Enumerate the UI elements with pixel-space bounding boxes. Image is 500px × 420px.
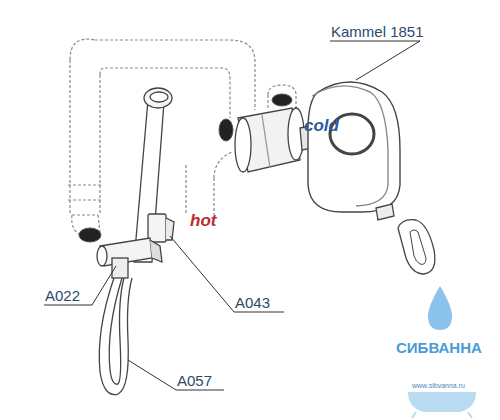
watermark-url: www.sibvanna.ru [412, 382, 465, 390]
shower-hose [99, 278, 132, 395]
lever-handle [376, 204, 435, 274]
cover-plate [308, 82, 400, 212]
part-number: A057 [177, 373, 212, 390]
hand-shower [134, 88, 174, 262]
part-number: A022 [45, 288, 80, 305]
angle-valve [97, 238, 162, 278]
watermark: СИБВАННА [396, 340, 482, 357]
leader-lines [44, 41, 420, 390]
part-number: A043 [235, 295, 270, 312]
hot-label: hot [190, 212, 216, 231]
cold-label: cold [304, 117, 339, 136]
product-name: Kammel 1851 [331, 24, 424, 41]
